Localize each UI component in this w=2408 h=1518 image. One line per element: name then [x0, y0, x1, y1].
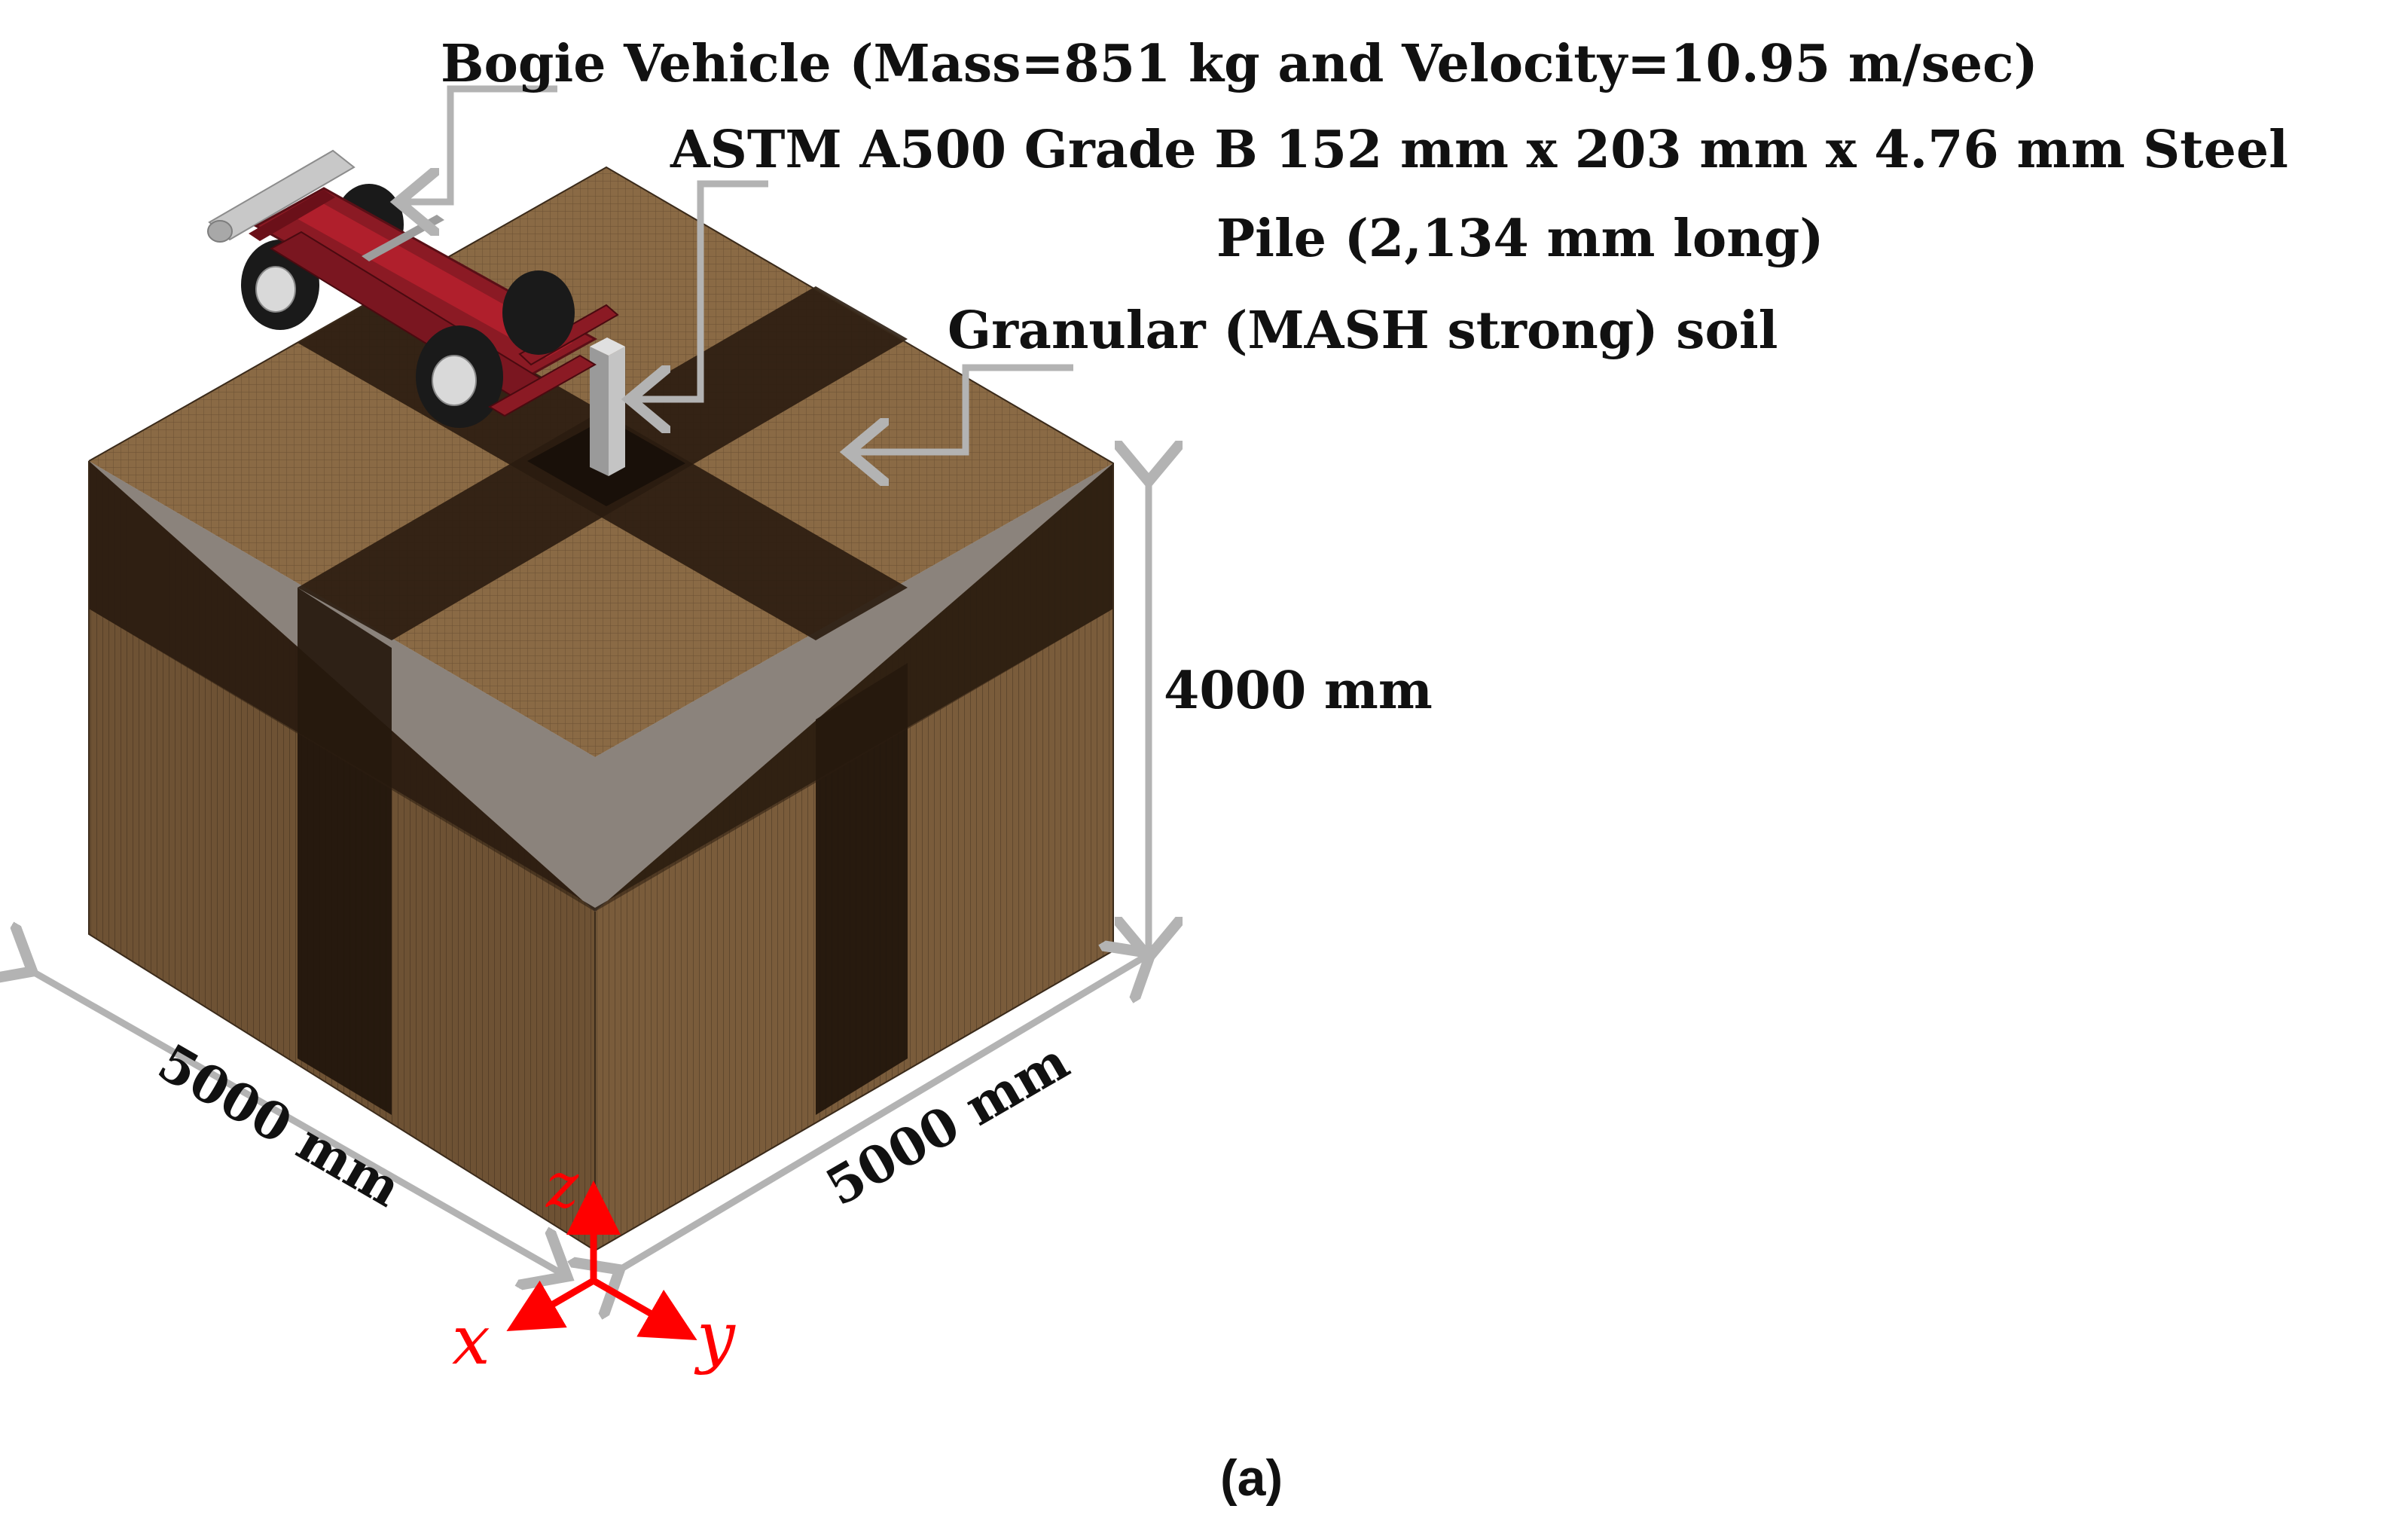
wheel-rear-left-hub [255, 266, 296, 313]
soil-front-dark-top [89, 461, 595, 912]
label-bogie: Bogie Vehicle (Mass=851 kg and Velocity=… [441, 34, 2038, 94]
axis-y-line [591, 1278, 697, 1340]
label-pile-line2: Pile (2,134 mm long) [1216, 209, 1824, 269]
pile-side [609, 347, 625, 476]
frame-crossbar-front [249, 190, 335, 241]
leader-bogie [405, 85, 557, 202]
dim-height-label: 4000 mm [1164, 661, 1433, 721]
wheel-front-right [502, 270, 575, 355]
pile-top [590, 338, 625, 356]
dim-y-line [614, 957, 1145, 1273]
coordinate-axes [506, 1180, 697, 1340]
axis-x-line [506, 1278, 596, 1332]
axis-x-label: x [452, 1301, 490, 1380]
steel-pile [590, 338, 625, 476]
leader-pile [636, 180, 768, 399]
wheel-front-left-hub [432, 355, 477, 406]
leader-soil [855, 364, 1073, 452]
axis-y-label: y [694, 1297, 736, 1376]
label-soil: Granular (MASH strong) soil [948, 301, 1778, 361]
pile-front [590, 347, 609, 476]
leader-lines [405, 85, 1073, 452]
axis-z-label: z [545, 1150, 579, 1222]
soil-front-dark-top-r [595, 463, 1113, 912]
label-pile-line1: ASTM A500 Grade B 152 mm x 203 mm x 4.76… [670, 120, 2288, 180]
frame-front-cross [488, 354, 597, 417]
dimension-lines [26, 475, 1149, 1273]
frame-rail-inner [290, 200, 572, 358]
dim-x-line [26, 968, 561, 1273]
figure-caption: (a) [1220, 1449, 1283, 1507]
bumper-tube-end [207, 220, 233, 243]
